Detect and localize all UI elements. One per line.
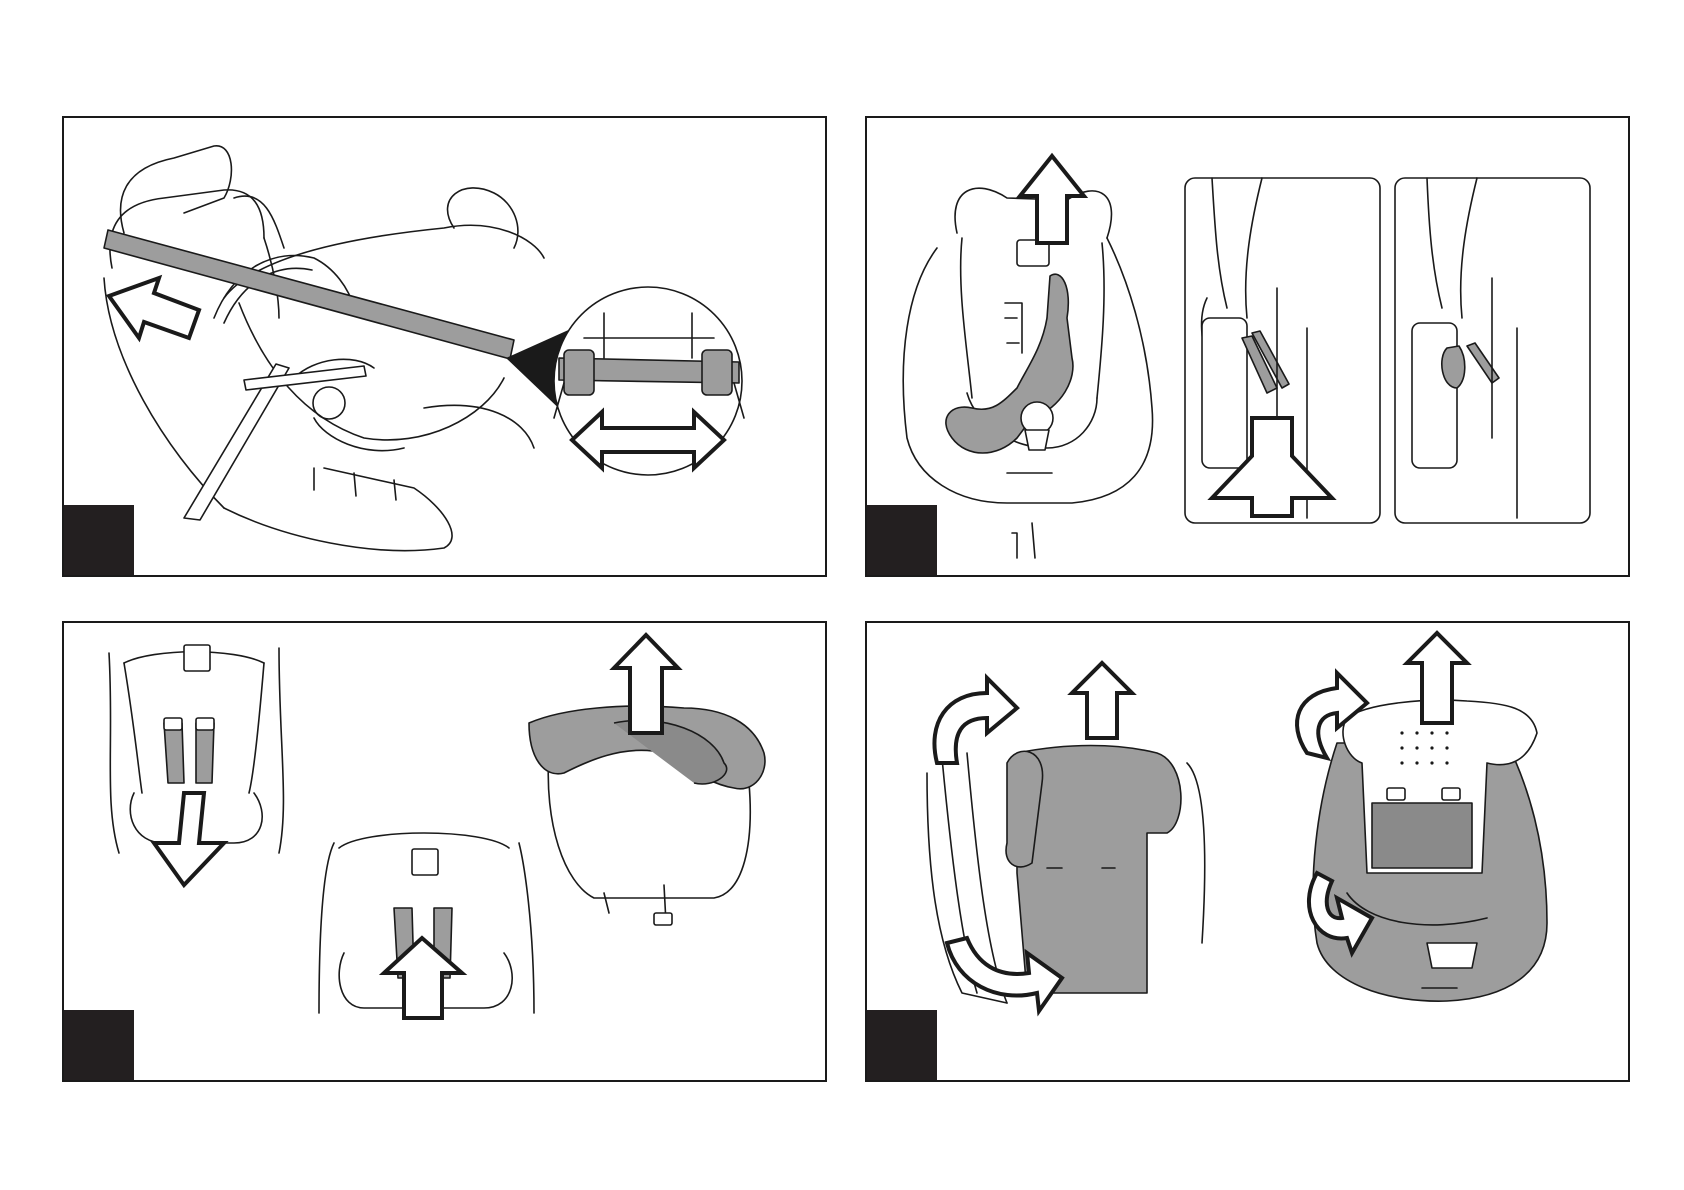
cover-removal-illustration (867, 623, 1630, 1082)
instruction-panel-harness-removal (865, 116, 1630, 577)
step-number-badge (865, 505, 937, 577)
instruction-panel-strap-removal (62, 621, 827, 1082)
strap-removal-illustration (64, 623, 827, 1082)
instruction-panel-cover-removal (865, 621, 1630, 1082)
step-number-badge (62, 505, 134, 577)
instruction-panel-belt-routing (62, 116, 827, 577)
belt-routing-illustration (64, 118, 827, 577)
step-number-badge (62, 1010, 134, 1082)
step-number-badge (865, 1010, 937, 1082)
harness-removal-illustration (867, 118, 1630, 577)
